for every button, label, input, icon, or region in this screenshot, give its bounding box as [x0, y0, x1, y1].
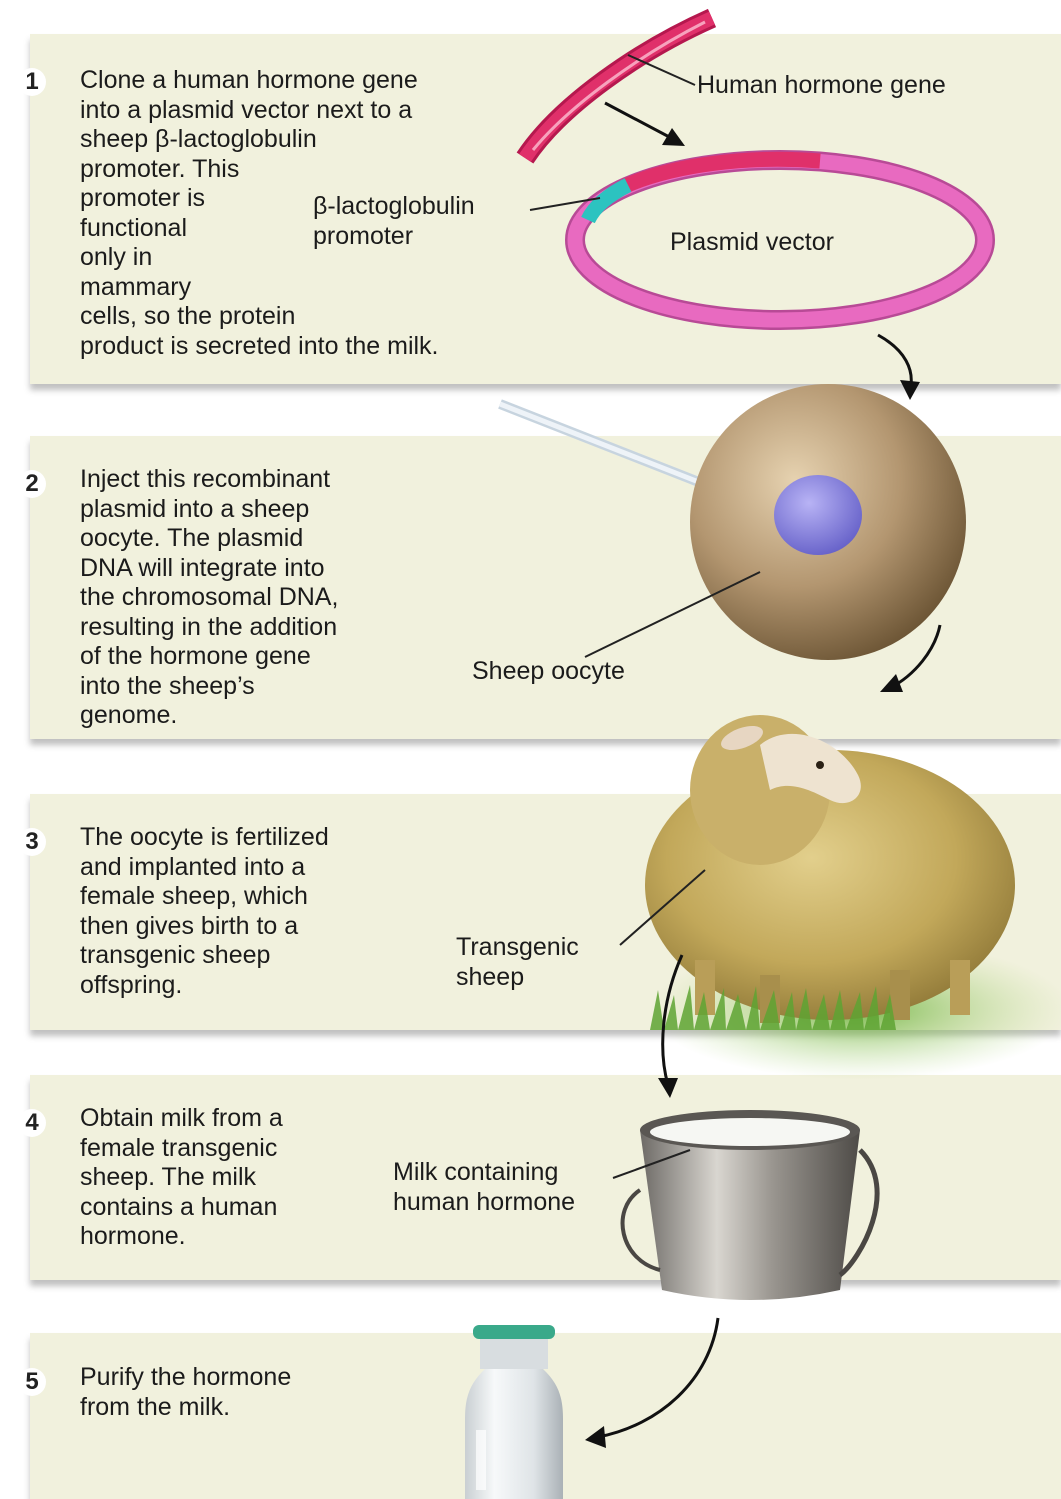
arrow-gene-to-plasmid	[605, 103, 685, 146]
step-4-number: 4	[18, 1109, 46, 1137]
step-2-number: 2	[18, 470, 46, 498]
label-human-hormone-gene: Human hormone gene	[697, 71, 946, 101]
step-1-number: 1	[18, 68, 46, 96]
arrow-step1-to-step2	[878, 335, 920, 400]
oocyte-cell	[690, 384, 966, 660]
label-plasmid-vector: Plasmid vector	[670, 228, 834, 258]
label-transgenic-sheep: Transgenic sheep	[456, 933, 579, 992]
label-milk: Milk containing human hormone	[393, 1158, 575, 1217]
step-3-text: The oocyte is fertilized and implanted i…	[80, 823, 329, 1000]
hormone-vial	[465, 1325, 563, 1499]
label-promoter: β-lactoglobulin promoter	[313, 192, 475, 251]
human-hormone-gene-strand	[525, 18, 712, 158]
label-sheep-oocyte: Sheep oocyte	[472, 657, 625, 687]
step-5-text: Purify the hormone from the milk.	[80, 1363, 291, 1422]
step-3-number: 3	[18, 828, 46, 856]
milk-bucket	[623, 1110, 878, 1300]
step-5-number: 5	[18, 1368, 46, 1396]
transgenic-sheep	[645, 715, 1061, 1080]
step-4-text: Obtain milk from a female transgenic she…	[80, 1104, 283, 1252]
step-2-text: Inject this recombinant plasmid into a s…	[80, 465, 338, 731]
arrow-step4-to-step5	[585, 1318, 718, 1448]
gene-leader-line	[628, 55, 695, 85]
